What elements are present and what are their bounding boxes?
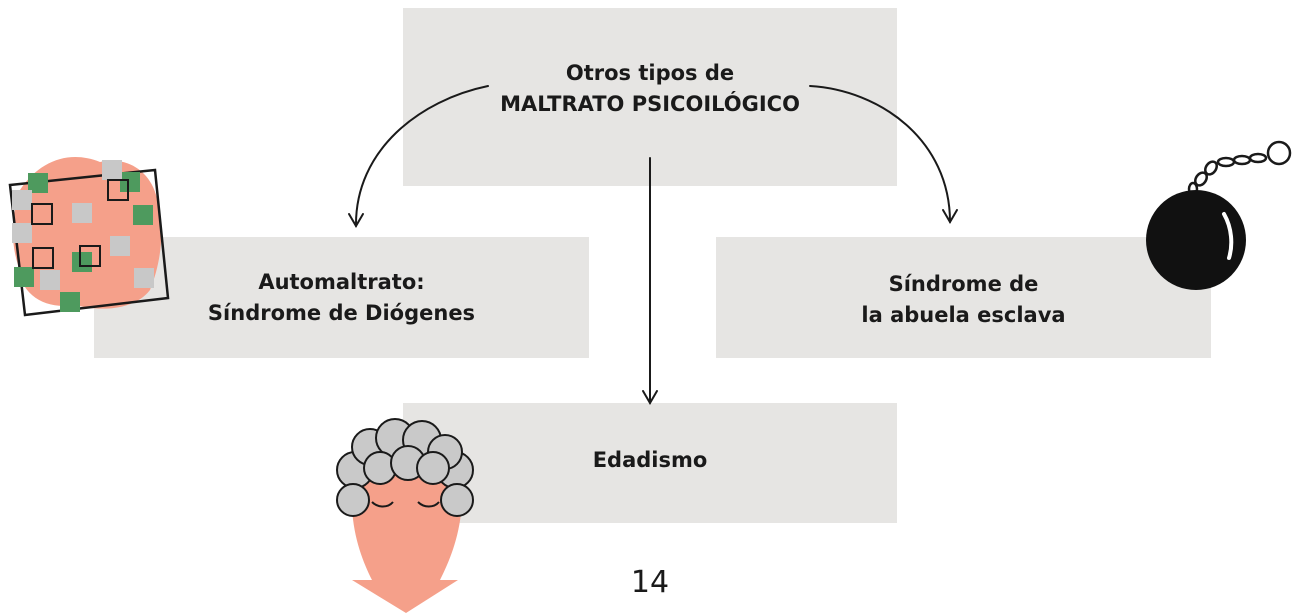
node-abuela-esclava-line-2: la abuela esclava bbox=[861, 302, 1066, 327]
node-edadismo: Edadismo bbox=[403, 403, 897, 523]
node-edadismo-label: Edadismo bbox=[592, 447, 708, 472]
node-abuela-esclava: Síndrome de la abuela esclava bbox=[716, 237, 1211, 358]
arrow-to-abuela-esclava bbox=[809, 85, 958, 224]
ball-and-chain-illustration bbox=[1146, 140, 1292, 290]
elderly-woman-illustration bbox=[336, 418, 474, 613]
node-automaltrato-line-2: Síndrome de Diógenes bbox=[207, 300, 476, 325]
node-abuela-esclava-line-1: Síndrome de bbox=[888, 271, 1039, 296]
arrow-to-edadismo bbox=[642, 157, 658, 405]
node-automaltrato-line-1: Automaltrato: bbox=[258, 269, 425, 294]
node-automaltrato: Automaltrato: Síndrome de Diógenes bbox=[94, 237, 589, 358]
root-node: Otros tipos de MALTRATO PSICOILÓGICO bbox=[403, 8, 897, 186]
cluttered-squares-illustration bbox=[8, 157, 170, 317]
root-node-line-2: MALTRATO PSICOILÓGICO bbox=[500, 92, 800, 116]
page-number: 14 bbox=[630, 565, 670, 600]
arrow-to-automaltrato bbox=[348, 85, 489, 228]
root-node-line-1: Otros tipos de bbox=[565, 61, 735, 85]
